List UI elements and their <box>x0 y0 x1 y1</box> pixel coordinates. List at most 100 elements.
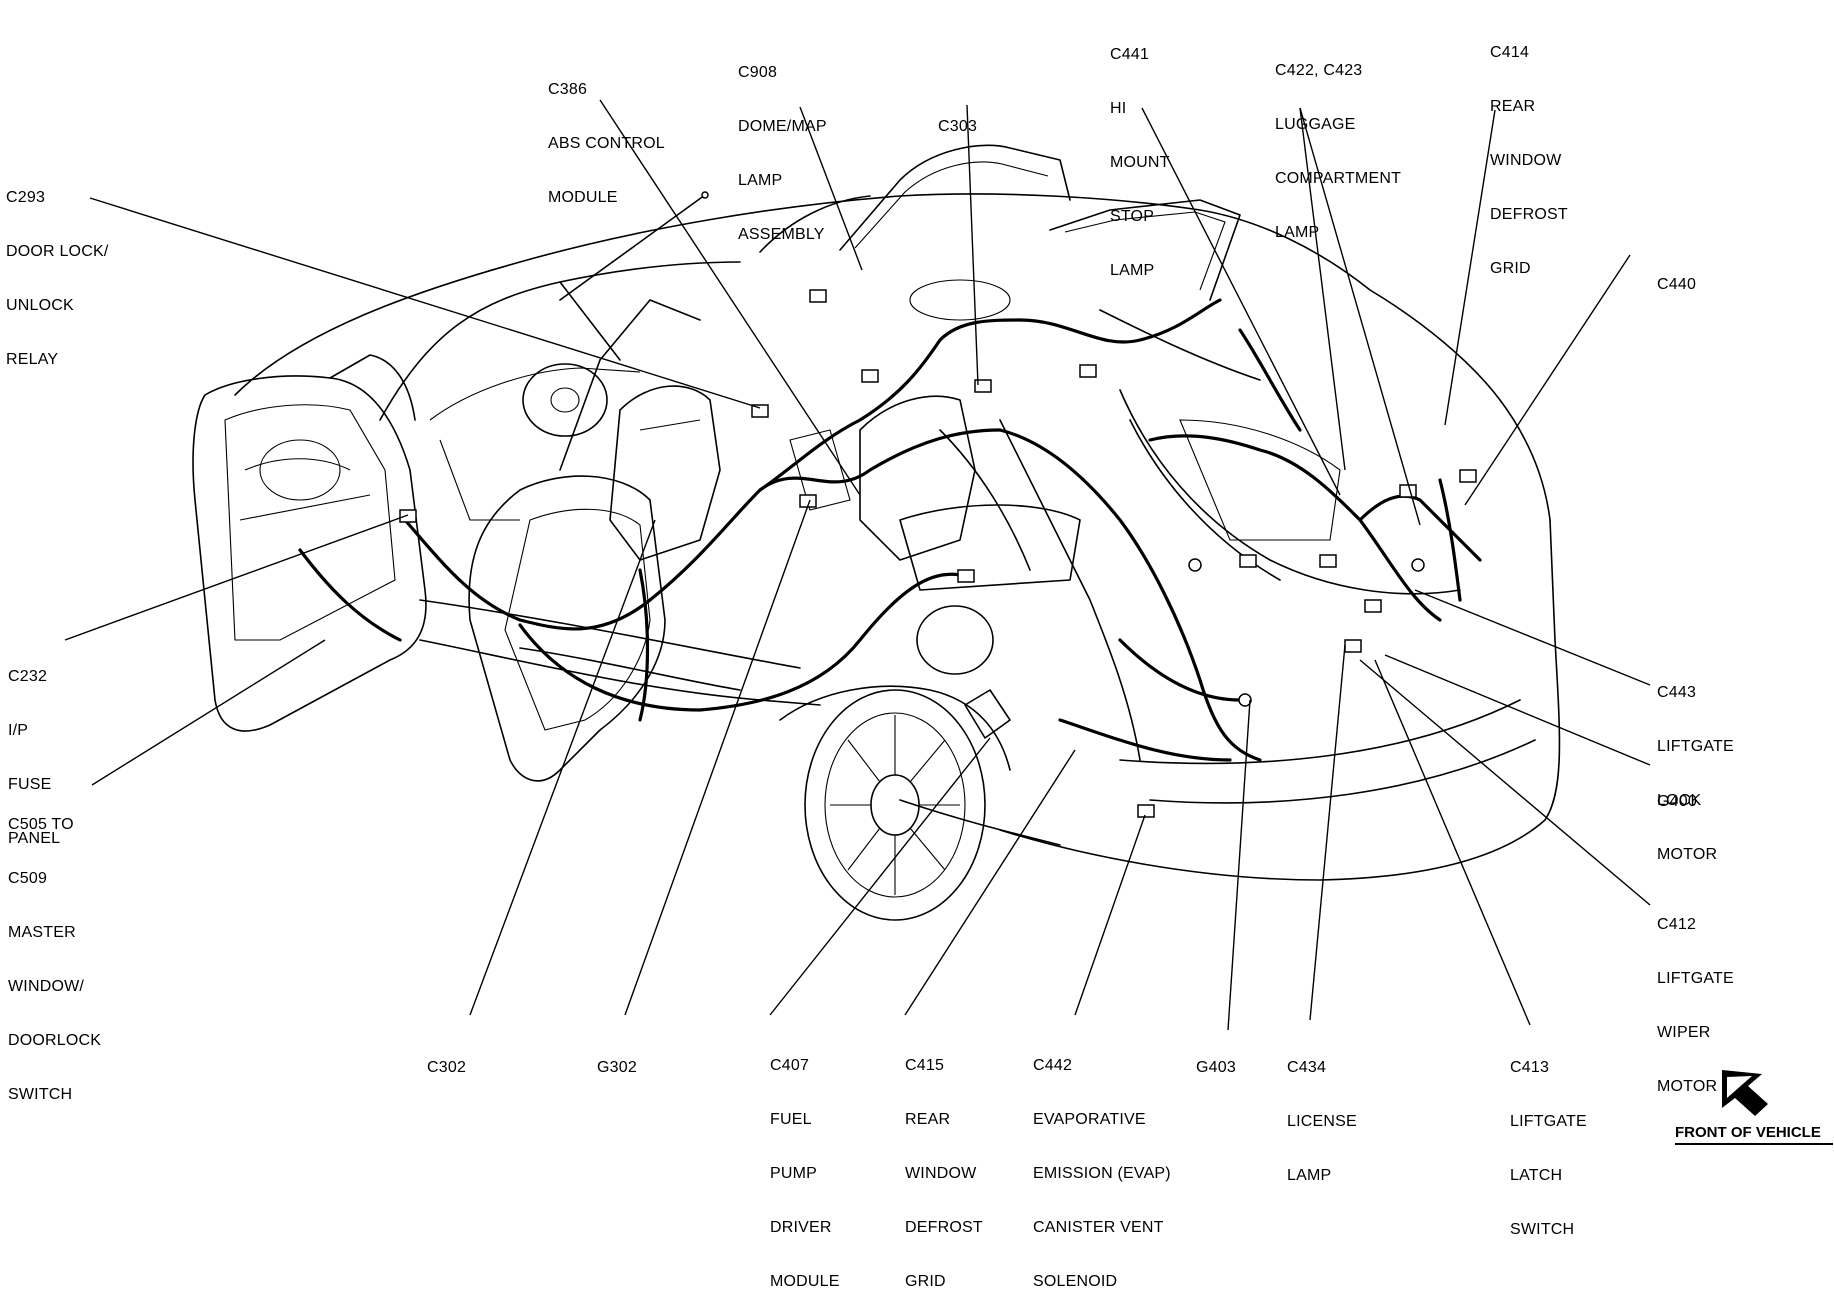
callout-line: SWITCH <box>8 1086 73 1103</box>
callout-g400: G400 <box>1657 757 1697 829</box>
leader-c422-b <box>1299 107 1421 526</box>
leader-c302 <box>469 519 656 1016</box>
callout-g403: G403 <box>1196 1023 1236 1095</box>
callout-line: LATCH <box>1510 1167 1563 1184</box>
callout-line: WINDOW <box>1490 152 1562 169</box>
callout-line: WINDOW/ <box>8 978 85 995</box>
callout-c303: C303 <box>938 82 977 154</box>
callout-c908: C908 DOME/MAP LAMP ASSEMBLY <box>738 28 827 262</box>
callout-line: MOTOR <box>1657 1078 1718 1095</box>
callout-line: PANEL <box>8 830 61 847</box>
leader-g403 <box>1227 699 1251 1031</box>
leader-c415 <box>904 749 1076 1016</box>
callout-code: C414 <box>1490 44 1530 61</box>
callout-line: MOUNT <box>1110 154 1170 171</box>
callout-code: C422, C423 <box>1275 62 1363 79</box>
callout-line: SOLENOID <box>1033 1273 1118 1290</box>
callout-line: LUGGAGE <box>1275 116 1356 133</box>
callout-code: C442 <box>1033 1057 1073 1074</box>
callout-c442: C442 EVAPORATIVE EMISSION (EVAP) CANISTE… <box>1033 1021 1171 1309</box>
callout-line: DEFROST <box>1490 206 1568 223</box>
callout-code: C232 <box>8 668 48 685</box>
fuel-pump-module-box <box>964 689 1011 739</box>
leader-c407 <box>769 737 991 1016</box>
callout-line: LIFTGATE <box>1510 1113 1587 1130</box>
leader-c303 <box>966 104 979 386</box>
leader-c232 <box>64 514 409 641</box>
callout-code: C386 <box>548 81 588 98</box>
leader-c422-a <box>1299 107 1346 471</box>
callout-line: PUMP <box>770 1165 818 1182</box>
callout-c407: C407 FUEL PUMP DRIVER MODULE <box>770 1021 840 1309</box>
front-of-vehicle-caption: FRONT OF VEHICLE <box>1675 1124 1821 1141</box>
callout-line: DOOR LOCK/ <box>6 243 109 260</box>
callout-c505-c509: C505 TO C509 MASTER WINDOW/ DOORLOCK SWI… <box>8 780 101 1122</box>
callout-c422-c423: C422, C423 LUGGAGE COMPARTMENT LAMP <box>1275 26 1401 260</box>
callout-c413: C413 LIFTGATE LATCH SWITCH <box>1510 1023 1587 1257</box>
leader-c293 <box>89 197 761 409</box>
callout-line: EVAPORATIVE <box>1033 1111 1146 1128</box>
leader-c440 <box>1464 254 1631 506</box>
callout-line: SWITCH <box>1510 1221 1575 1238</box>
callout-c441: C441 HI MOUNT STOP LAMP <box>1110 10 1170 298</box>
rear-door-open <box>468 299 701 782</box>
callout-line: DRIVER <box>770 1219 832 1236</box>
callout-line: HI <box>1110 100 1127 117</box>
leader-c908 <box>799 106 863 271</box>
callout-c293: C293 DOOR LOCK/ UNLOCK RELAY <box>6 153 108 387</box>
callout-c232: C232 I/P FUSE PANEL <box>8 632 60 866</box>
leader-c442 <box>1074 814 1146 1016</box>
callout-code: C440 <box>1657 276 1697 293</box>
callout-line: FUEL <box>770 1111 812 1128</box>
callout-line: UNLOCK <box>6 297 74 314</box>
callout-line: DOORLOCK <box>8 1032 102 1049</box>
callout-code: C908 <box>738 64 778 81</box>
callout-code: C302 <box>427 1059 467 1076</box>
caption-underline <box>1675 1143 1833 1145</box>
callout-line: WIPER <box>1657 1024 1711 1041</box>
callout-line: LAMP <box>1287 1167 1332 1184</box>
callout-c414: C414 REAR WINDOW DEFROST GRID <box>1490 8 1568 296</box>
callout-code: C441 <box>1110 46 1150 63</box>
callout-line: LOCK <box>1657 792 1702 809</box>
callout-line: ABS CONTROL <box>548 135 665 152</box>
callout-code: C407 <box>770 1057 810 1074</box>
callout-line: LAMP <box>738 172 783 189</box>
callout-line: FUSE <box>8 776 52 793</box>
callout-line: LIFTGATE <box>1657 970 1734 987</box>
callout-c434: C434 LICENSE LAMP <box>1287 1023 1357 1203</box>
callout-line: LAMP <box>1110 262 1155 279</box>
callout-line: REAR <box>1490 98 1536 115</box>
callout-code: C505 TO <box>8 816 74 833</box>
callout-line: DOME/MAP <box>738 118 827 135</box>
callout-line: GRID <box>905 1273 946 1290</box>
callout-code: C303 <box>938 118 978 135</box>
leader-c441 <box>1141 107 1341 496</box>
callout-c443: C443 LIFTGATE LOCK MOTOR <box>1657 648 1734 882</box>
callout-line: LICENSE <box>1287 1113 1357 1130</box>
callout-line: MASTER <box>8 924 76 941</box>
interior <box>429 191 1341 591</box>
callout-line: DEFROST <box>905 1219 983 1236</box>
leader-c414 <box>1444 109 1496 426</box>
callout-line: STOP <box>1110 208 1155 225</box>
callout-c386: C386 ABS CONTROL MODULE <box>548 45 665 225</box>
callout-line: RELAY <box>6 351 59 368</box>
leader-c434 <box>1309 644 1346 1021</box>
callout-c440: C440 <box>1657 240 1696 312</box>
fuel-filler-door <box>916 605 994 675</box>
callout-code: C434 <box>1287 1059 1327 1076</box>
callout-line: GRID <box>1490 260 1531 277</box>
rear-wheel <box>779 685 1011 921</box>
leader-c412 <box>1359 659 1651 906</box>
front-of-vehicle-arrow-icon <box>1722 1070 1768 1116</box>
callout-line: I/P <box>8 722 29 739</box>
vehicle-wiring-diagram <box>64 99 1768 1116</box>
callout-code: C293 <box>6 189 46 206</box>
callout-line: LAMP <box>1275 224 1320 241</box>
wiring-harness <box>298 289 1482 818</box>
callout-code: C415 <box>905 1057 945 1074</box>
leader-c505 <box>91 639 326 786</box>
callout-line: COMPARTMENT <box>1275 170 1402 187</box>
callout-line: ASSEMBLY <box>738 226 825 243</box>
